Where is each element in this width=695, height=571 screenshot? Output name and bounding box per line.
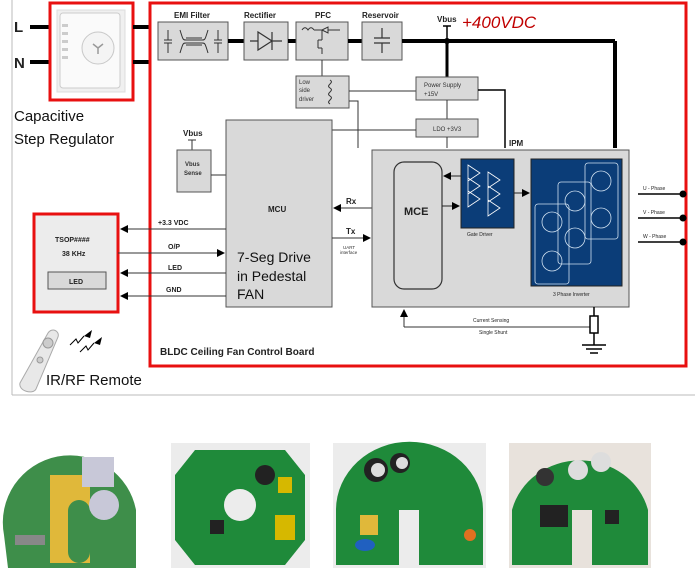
pcb-photo-ring	[171, 443, 310, 568]
ir-receiver-block	[32, 212, 120, 314]
sensing-label-2: Single Shunt	[479, 330, 508, 336]
vbus-label: Vbus	[437, 15, 457, 24]
uart-label-1: UART	[343, 245, 355, 250]
mains-neutral-label: N	[14, 55, 25, 72]
vbus-sense-block	[176, 149, 212, 193]
vbus-voltage: +400VDC	[462, 13, 537, 32]
vbus-sense-text-2: Sense	[184, 171, 202, 177]
capacitor-icon	[374, 28, 390, 53]
pcb-photo-u-shape	[333, 441, 486, 568]
emi-filter-label: EMI Filter	[174, 11, 210, 20]
reservoir-label: Reservoir	[362, 11, 399, 20]
ipm-title: IPM	[509, 139, 524, 148]
sensing-label-1: Current Sensing	[473, 318, 509, 324]
vbus-sense-top-label: Vbus	[183, 129, 203, 138]
inverter-block	[530, 158, 623, 287]
signal-op: O/P	[168, 244, 180, 251]
ground-icon	[582, 344, 606, 354]
pcb-layout-render	[2, 455, 137, 568]
u-phase-label: U - Phase	[643, 186, 665, 192]
rectifier-label: Rectifier	[244, 11, 276, 20]
mce-label: MCE	[404, 206, 428, 218]
phase-outputs	[638, 190, 687, 246]
receiver-freq: 38 KHz	[62, 251, 86, 258]
receiver-led-label: LED	[69, 279, 83, 286]
signal-3v3: +3.3 VDC	[158, 220, 189, 227]
signal-wave-icon	[69, 335, 95, 353]
gate-driver-label: Gate Driver	[467, 232, 493, 238]
remote-label: IR/RF Remote	[46, 372, 142, 389]
low-side-driver-text-2: side	[299, 88, 311, 94]
pfc-label: PFC	[315, 11, 331, 20]
v-phase-label: V - Phase	[643, 210, 665, 216]
power-supply-text-2: +15V	[424, 92, 438, 98]
tx-label: Tx	[346, 227, 356, 236]
mcu-desc-1: 7-Seg Drive	[237, 249, 311, 265]
regulator-caption-1: Capacitive	[14, 108, 84, 125]
regulator-caption-2: Step Regulator	[14, 131, 114, 148]
signal-gnd: GND	[166, 287, 182, 294]
shunt-resistor-icon	[589, 315, 599, 334]
signal-led: LED	[168, 265, 182, 272]
inverter-label: 3 Phase Inverter	[553, 292, 590, 298]
mosfet-bridge-icon	[534, 162, 619, 285]
low-side-driver-text-1: Low	[299, 80, 311, 86]
rx-label: Rx	[346, 197, 357, 206]
mcu-title: MCU	[268, 205, 286, 214]
emi-filter-icon	[164, 29, 222, 54]
w-phase-label: W - Phase	[643, 234, 667, 240]
diode-icon	[250, 30, 282, 52]
mcu-desc-2: in Pedestal	[237, 268, 306, 284]
reservoir-block	[361, 21, 403, 61]
step-regulator	[48, 1, 135, 102]
receiver-led-box	[47, 271, 107, 290]
mce-block	[393, 161, 443, 290]
gate-driver-icon	[467, 164, 501, 217]
mcu-block	[225, 119, 333, 308]
remote-icon	[19, 329, 59, 393]
pcb-photo-u-shape-2	[509, 443, 651, 568]
vbus-sense-text-1: Vbus	[185, 162, 200, 168]
pfc-icon	[301, 26, 340, 54]
board-title: BLDC Ceiling Fan Control Board	[160, 347, 314, 358]
power-supply-text-1: Power Supply	[424, 83, 461, 89]
receiver-part: TSOP####	[55, 237, 90, 244]
ldo-text: LDO +3V3	[433, 127, 462, 133]
uart-label-2: interface	[340, 250, 358, 255]
mcu-desc-3: FAN	[237, 286, 264, 302]
emi-filter-block	[157, 21, 229, 61]
low-side-driver-block	[295, 75, 350, 109]
mains-line-label: L	[14, 19, 23, 36]
gate-driver-block	[460, 158, 515, 229]
low-side-driver-text-3: driver	[299, 97, 314, 103]
